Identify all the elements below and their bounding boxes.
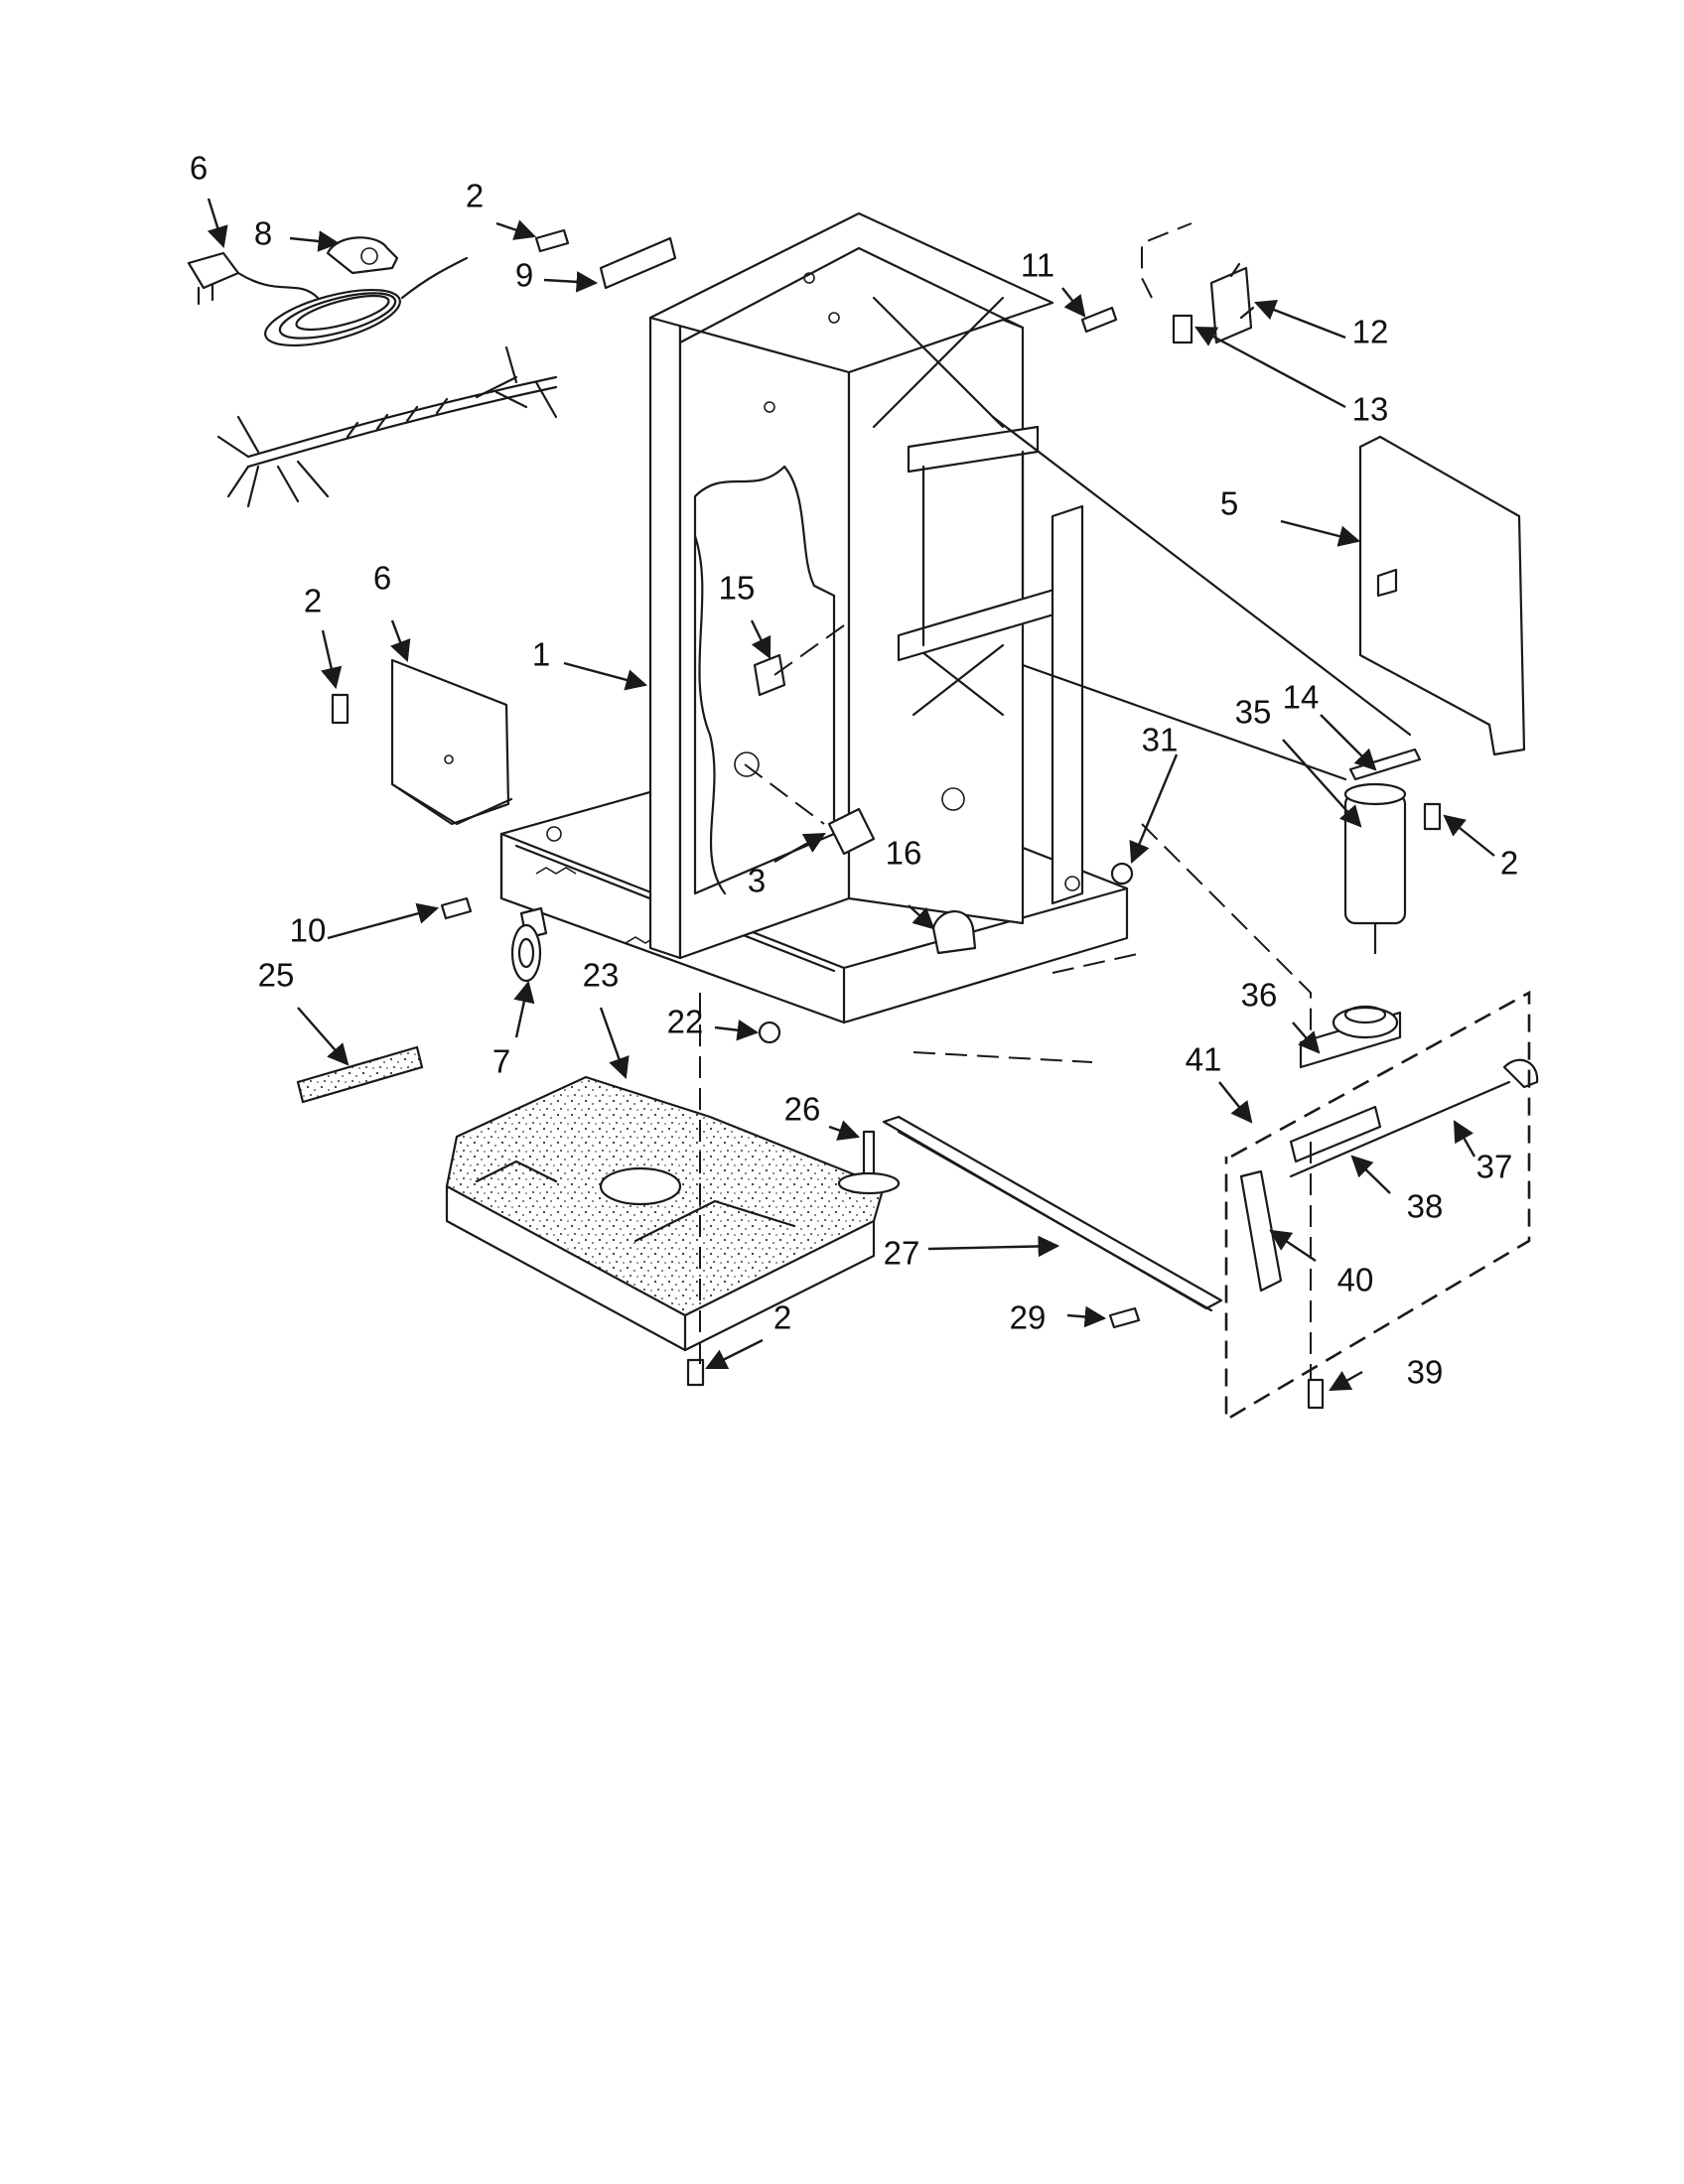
lever-part [1239,1169,1283,1293]
power-cord-harness [187,251,558,508]
callout-arrows [207,198,1495,1392]
assembly-lines [699,222,1531,1423]
terminal-cover-part [390,658,513,826]
callout-7: 7 [492,1043,510,1080]
small-bracket-part [599,236,677,290]
knob-bracket-part [1299,1005,1402,1069]
caster-wheel-part [510,906,548,983]
capacitor-part [1343,782,1407,955]
callout-23: 22 [667,1004,704,1040]
rear-panel-part [1358,435,1526,756]
callout-13: 12 [1352,314,1389,350]
callout-2: 2 [466,178,484,214]
insulation-pan-part [445,1075,886,1352]
screw-part [1307,1378,1325,1410]
callout-31: 31 [1142,722,1179,758]
screw-part [440,896,473,920]
nut-part [758,1021,781,1044]
callout-10: 6 [190,150,208,187]
callout-35: 35 [1235,694,1272,731]
callout-39: 39 [1407,1354,1444,1391]
callout-41: 41 [1186,1041,1222,1078]
callout-40: 40 [1337,1262,1374,1298]
callout-1: 1 [532,636,550,673]
callout-5: 5 [1220,485,1238,522]
screw-part [331,693,350,725]
clip-part [753,653,786,697]
screw-part [1108,1306,1141,1329]
callout-30: 29 [1010,1299,1047,1336]
motor-part [931,910,977,955]
strain-relief-part [326,236,399,275]
callout-2: 2 [304,583,322,619]
switch-part [1209,262,1255,344]
callout-37: 37 [1476,1149,1513,1185]
rail-part [882,1115,1223,1312]
callout-3: 3 [748,863,766,899]
callout-2: 2 [773,1299,791,1336]
callout-8: 8 [254,215,272,252]
callout-29: 27 [884,1235,920,1272]
foam-strip-part [296,1045,424,1104]
callout-27: 26 [784,1091,821,1128]
mounting-bracket-part [1289,1105,1382,1163]
callout-25: 23 [583,957,620,994]
callout-6: 6 [373,560,391,597]
callout-14: 13 [1352,391,1389,428]
callout-2: 2 [1500,845,1518,882]
cabinet-frame [499,211,1129,1024]
callout-22: 16 [886,835,922,872]
callout-36: 36 [1241,977,1278,1014]
callout-labels: 6 8 2 9 11 12 13 5 2 6 1 15 31 35 14 2 3… [190,150,1518,1391]
callout-15: 14 [1283,679,1320,716]
capacitor-bracket-part [1348,748,1422,781]
callout-12: 11 [1021,247,1054,284]
screw-part [686,1358,705,1387]
callout-9: 9 [515,257,533,294]
callout-16: 15 [719,570,756,607]
screw-part [1080,306,1118,334]
leveling-foot-part [837,1130,901,1195]
callout-38: 38 [1407,1188,1444,1225]
switch-plate-part [1172,314,1193,344]
nut-part [1110,862,1134,886]
cone-part [827,807,876,856]
screw-part [534,228,570,253]
callout-26: 25 [258,957,295,994]
screw-part [1423,802,1442,831]
callout-11: 10 [290,912,327,949]
